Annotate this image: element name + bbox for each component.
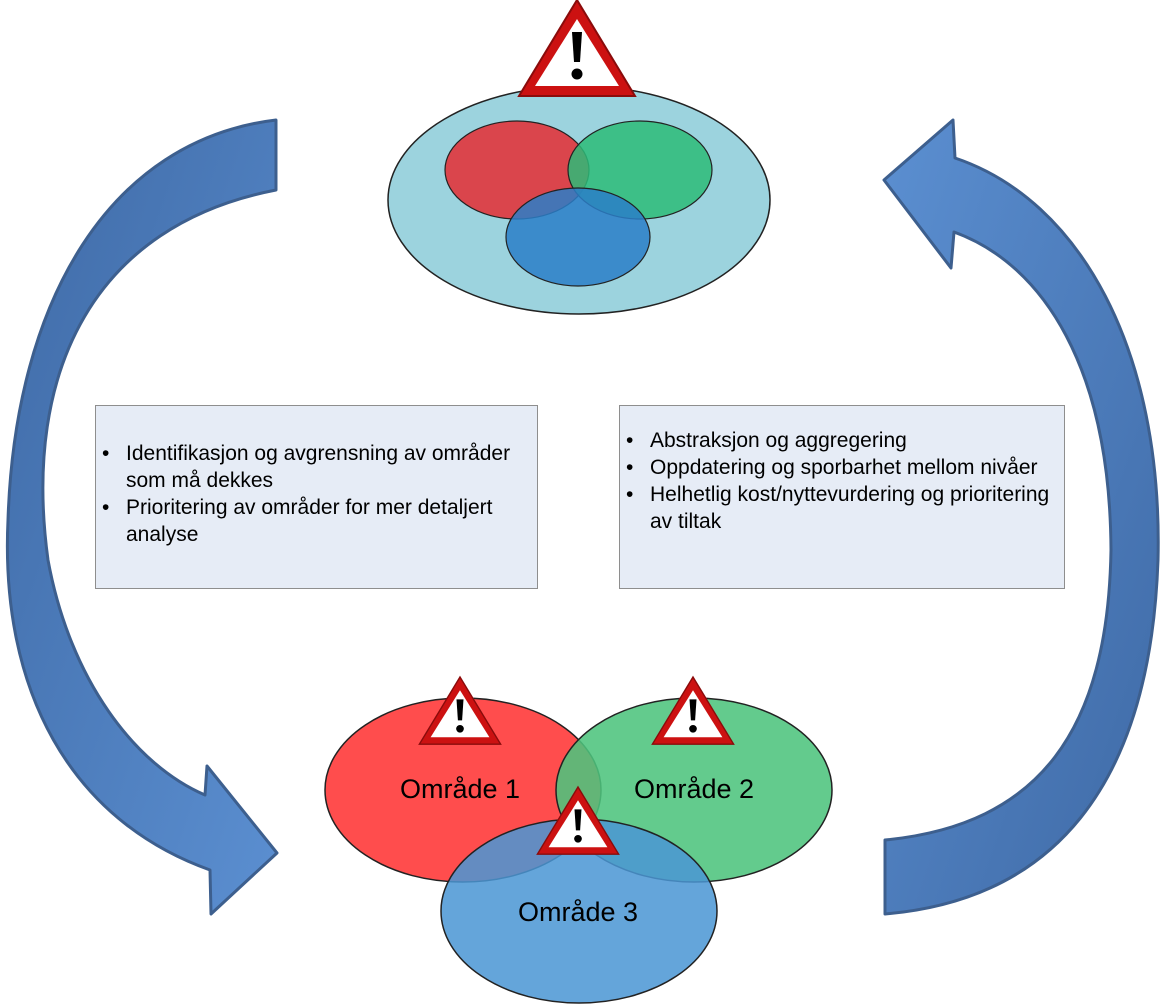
top-warning-triangle-icon: [518, 0, 636, 97]
right-bullet-item: Oppdatering og sporbarhet mellom nivåer: [626, 454, 1064, 481]
left-curved-arrow-icon: [5, 118, 279, 916]
area-3-label: Område 3: [518, 897, 638, 927]
left-bullet-item: Prioritering av områder for mer detaljer…: [102, 494, 537, 548]
right-bullet-list: Abstraksjon og aggregering Oppdatering o…: [620, 427, 1064, 535]
left-text-box: Identifikasjon og avgrensning av områder…: [95, 405, 538, 589]
right-text-box: Abstraksjon og aggregering Oppdatering o…: [619, 405, 1065, 589]
right-bullet-item: Helhetlig kost/nyttevurdering og priorit…: [626, 481, 1064, 535]
area-1-label: Område 1: [400, 774, 520, 804]
top-blue-ellipse: [505, 187, 651, 287]
left-bullet-list: Identifikasjon og avgrensning av områder…: [96, 440, 537, 548]
left-bullet-item: Identifikasjon og avgrensning av områder…: [102, 440, 537, 494]
right-bullet-item: Abstraksjon og aggregering: [626, 427, 1064, 454]
right-curved-arrow-icon: [882, 118, 1160, 916]
area-2-label: Område 2: [634, 774, 754, 804]
